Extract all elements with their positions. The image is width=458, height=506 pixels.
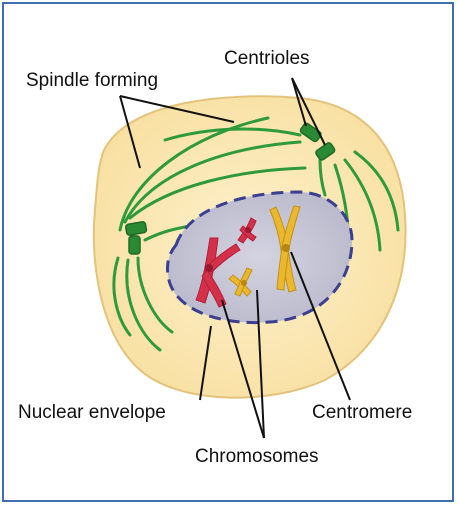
centrioles-left [125, 221, 148, 255]
centrioles-top-right [299, 122, 336, 161]
leader-spindle-1 [119, 95, 235, 123]
chromosome-red-large [195, 237, 241, 308]
label-spindle-forming: Spindle forming [26, 70, 158, 91]
label-centromere: Centromere [312, 402, 412, 423]
leader-nuclear-envelope [199, 325, 212, 401]
chromosome-yellow-large [269, 205, 301, 293]
label-centrioles: Centrioles [224, 48, 310, 69]
leader-chromosomes-2 [256, 289, 265, 439]
chromosome-yellow-small [228, 267, 253, 297]
leader-spindle-2 [119, 95, 141, 169]
chromosome-red-small [237, 217, 257, 244]
leader-centrioles-1 [291, 77, 307, 127]
leader-centrioles-2 [291, 77, 326, 146]
leader-chromosomes-1 [221, 299, 265, 439]
label-chromosomes: Chromosomes [195, 446, 319, 467]
leader-centromere [290, 251, 351, 401]
label-nuclear-envelope: Nuclear envelope [18, 402, 166, 423]
leader-lines [119, 77, 351, 439]
